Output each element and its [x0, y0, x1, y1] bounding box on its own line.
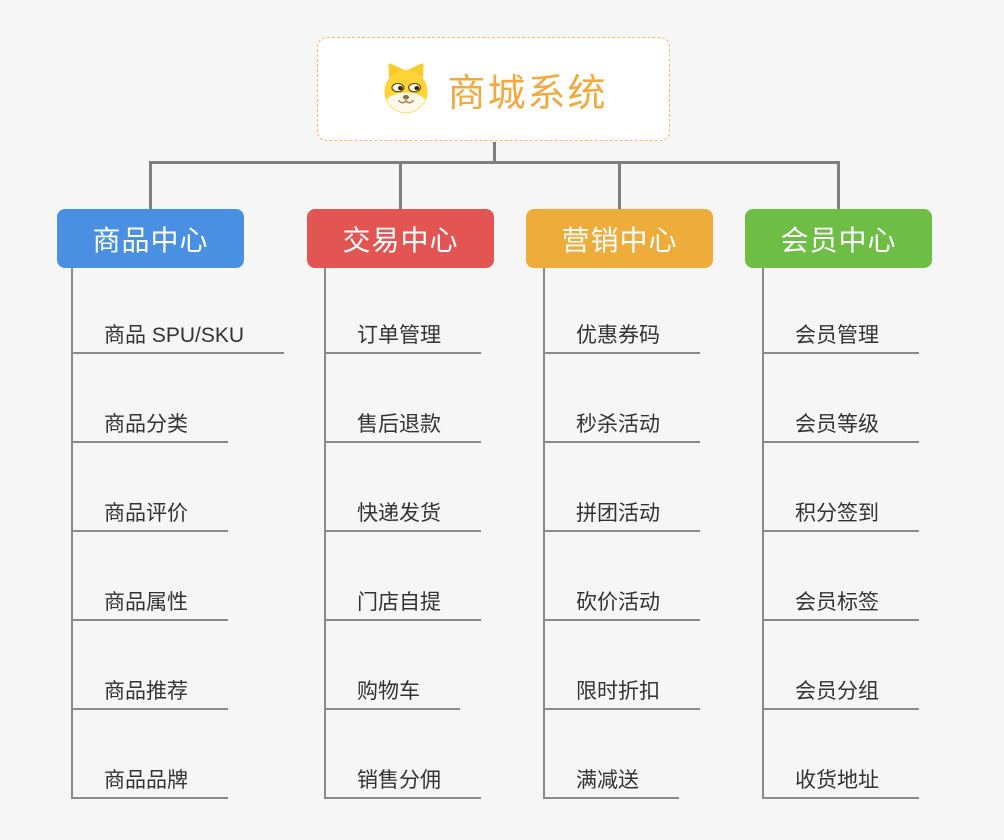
- root-stem-line: [493, 142, 496, 162]
- branch-node-3[interactable]: 会员中心: [745, 209, 932, 268]
- branch-node-1[interactable]: 交易中心: [307, 209, 494, 268]
- branch-stem-line: [149, 163, 152, 209]
- mindmap-item[interactable]: 商品评价: [71, 497, 228, 532]
- mindmap-item[interactable]: 砍价活动: [543, 586, 700, 621]
- branch-stem-line: [399, 163, 402, 209]
- mindmap-item[interactable]: 商品 SPU/SKU: [71, 319, 285, 354]
- root-node[interactable]: 商城系统: [317, 37, 670, 141]
- mindmap-item[interactable]: 售后退款: [324, 408, 481, 443]
- mindmap-item[interactable]: 会员标签: [762, 586, 919, 621]
- branch-stem-line: [618, 163, 621, 209]
- mindmap-item[interactable]: 拼团活动: [543, 497, 700, 532]
- mindmap-item[interactable]: 快递发货: [324, 497, 481, 532]
- mindmap-item[interactable]: 秒杀活动: [543, 408, 700, 443]
- root-title: 商城系统: [447, 72, 608, 115]
- mindmap-item[interactable]: 限时折扣: [543, 675, 700, 710]
- mindmap-item[interactable]: 商品属性: [71, 586, 228, 621]
- mindmap-item[interactable]: 门店自提: [324, 586, 481, 621]
- branch-rail-line: [149, 161, 840, 164]
- branch-column-line: [762, 268, 764, 799]
- branch-column-line: [543, 268, 545, 799]
- doge-icon: [384, 63, 429, 114]
- mindmap-item[interactable]: 会员管理: [762, 319, 919, 354]
- branch-node-0[interactable]: 商品中心: [57, 209, 244, 268]
- mindmap-item[interactable]: 会员分组: [762, 675, 919, 710]
- mindmap-item[interactable]: 积分签到: [762, 497, 919, 532]
- mindmap-item[interactable]: 会员等级: [762, 408, 919, 443]
- mindmap-item[interactable]: 销售分佣: [324, 764, 481, 799]
- branch-column-line: [324, 268, 326, 799]
- branch-column-line: [71, 268, 73, 799]
- mindmap-item[interactable]: 优惠券码: [543, 319, 700, 354]
- mindmap-item[interactable]: 订单管理: [324, 319, 481, 354]
- mindmap-item[interactable]: 收货地址: [762, 764, 919, 799]
- branch-stem-line: [837, 163, 840, 209]
- mindmap-item[interactable]: 商品推荐: [71, 675, 228, 710]
- branch-node-2[interactable]: 营销中心: [526, 209, 713, 268]
- mindmap-item[interactable]: 满减送: [543, 764, 679, 799]
- mindmap-item[interactable]: 商品分类: [71, 408, 228, 443]
- mindmap-item[interactable]: 购物车: [324, 675, 460, 710]
- mindmap-item[interactable]: 商品品牌: [71, 764, 228, 799]
